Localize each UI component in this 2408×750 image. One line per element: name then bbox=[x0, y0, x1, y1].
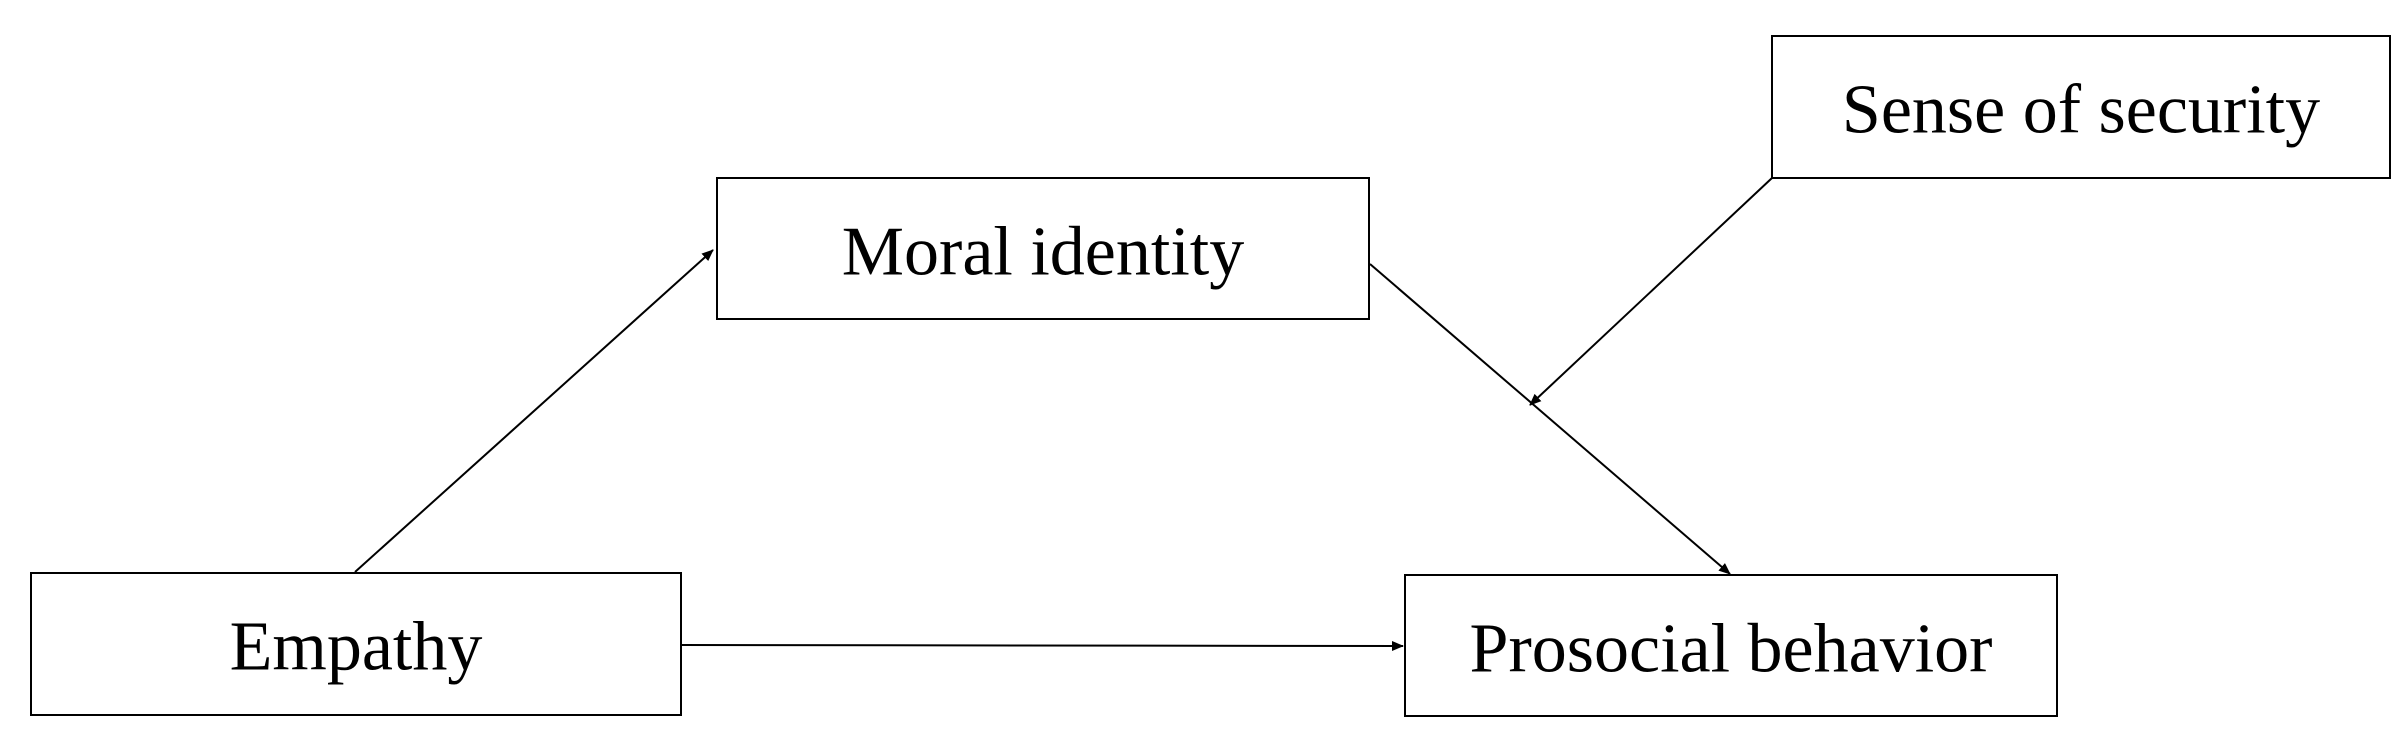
edge-empathy-to-moral-identity bbox=[354, 249, 714, 573]
edge-moral-identity-to-prosocial-behavior bbox=[1369, 263, 1731, 575]
node-empathy: Empathy bbox=[30, 572, 682, 716]
node-prosocial-behavior: Prosocial behavior bbox=[1404, 574, 2058, 717]
edge-sense-of-security-moderation bbox=[1529, 177, 1773, 406]
edge-empathy-to-prosocial-behavior bbox=[681, 640, 1404, 651]
node-moral-identity: Moral identity bbox=[716, 177, 1370, 320]
node-sense-of-security: Sense of security bbox=[1771, 35, 2391, 179]
node-prosocial-behavior-label: Prosocial behavior bbox=[1470, 611, 1993, 688]
node-sense-of-security-label: Sense of security bbox=[1842, 72, 2320, 149]
node-empathy-label: Empathy bbox=[230, 609, 483, 686]
node-moral-identity-label: Moral identity bbox=[842, 214, 1244, 291]
